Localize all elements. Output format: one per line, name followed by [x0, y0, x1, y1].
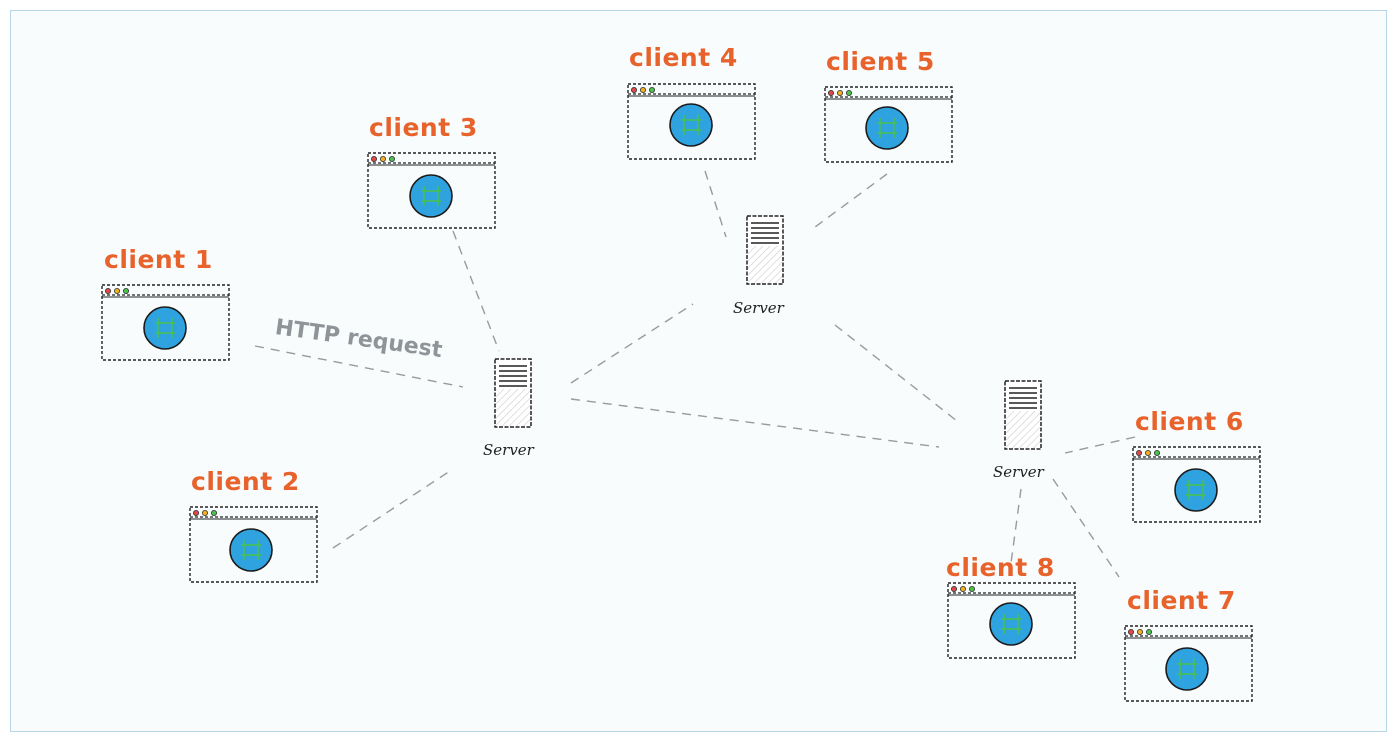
client-3-browser-icon: [367, 152, 497, 230]
edge-server2-server3: [834, 324, 958, 422]
client-8-label: client 8: [946, 553, 1055, 582]
server-2-icon: [745, 214, 785, 286]
client-5-browser-icon: [824, 86, 954, 164]
client-3-label: client 3: [369, 113, 478, 142]
edge-client7-server3: [1052, 478, 1120, 578]
server-1-label: Server: [483, 441, 534, 459]
client-2-label: client 2: [191, 467, 300, 496]
edge-client3-server1: [452, 230, 500, 352]
client-4-label: client 4: [629, 43, 738, 72]
client-8-browser-icon: [947, 582, 1077, 660]
server-2-label: Server: [733, 299, 784, 317]
edge-client8-server3: [1010, 488, 1022, 564]
edge-server1-server2: [570, 303, 694, 384]
edge-client5-server2: [810, 173, 888, 231]
client-5-label: client 5: [826, 47, 935, 76]
edge-client4-server2: [704, 170, 727, 238]
client-4-browser-icon: [627, 83, 757, 161]
server-1-icon: [493, 357, 533, 429]
edge-client1-server1: [254, 345, 464, 388]
client-7-browser-icon: [1124, 625, 1254, 703]
edge-client2-server1: [332, 468, 454, 549]
diagram-canvas: HTTP request client 1 client 2: [10, 10, 1387, 732]
edge-client6-server3: [1064, 436, 1136, 454]
client-7-label: client 7: [1127, 586, 1236, 615]
client-1-browser-icon: [101, 284, 231, 362]
server-3-icon: [1003, 379, 1043, 451]
client-1-label: client 1: [104, 245, 213, 274]
connection-lines: [254, 170, 1136, 578]
client-6-label: client 6: [1135, 407, 1244, 436]
client-6-browser-icon: [1132, 446, 1262, 524]
server-3-label: Server: [993, 463, 1044, 481]
edge-server1-server3: [570, 398, 940, 448]
client-2-browser-icon: [189, 506, 319, 584]
